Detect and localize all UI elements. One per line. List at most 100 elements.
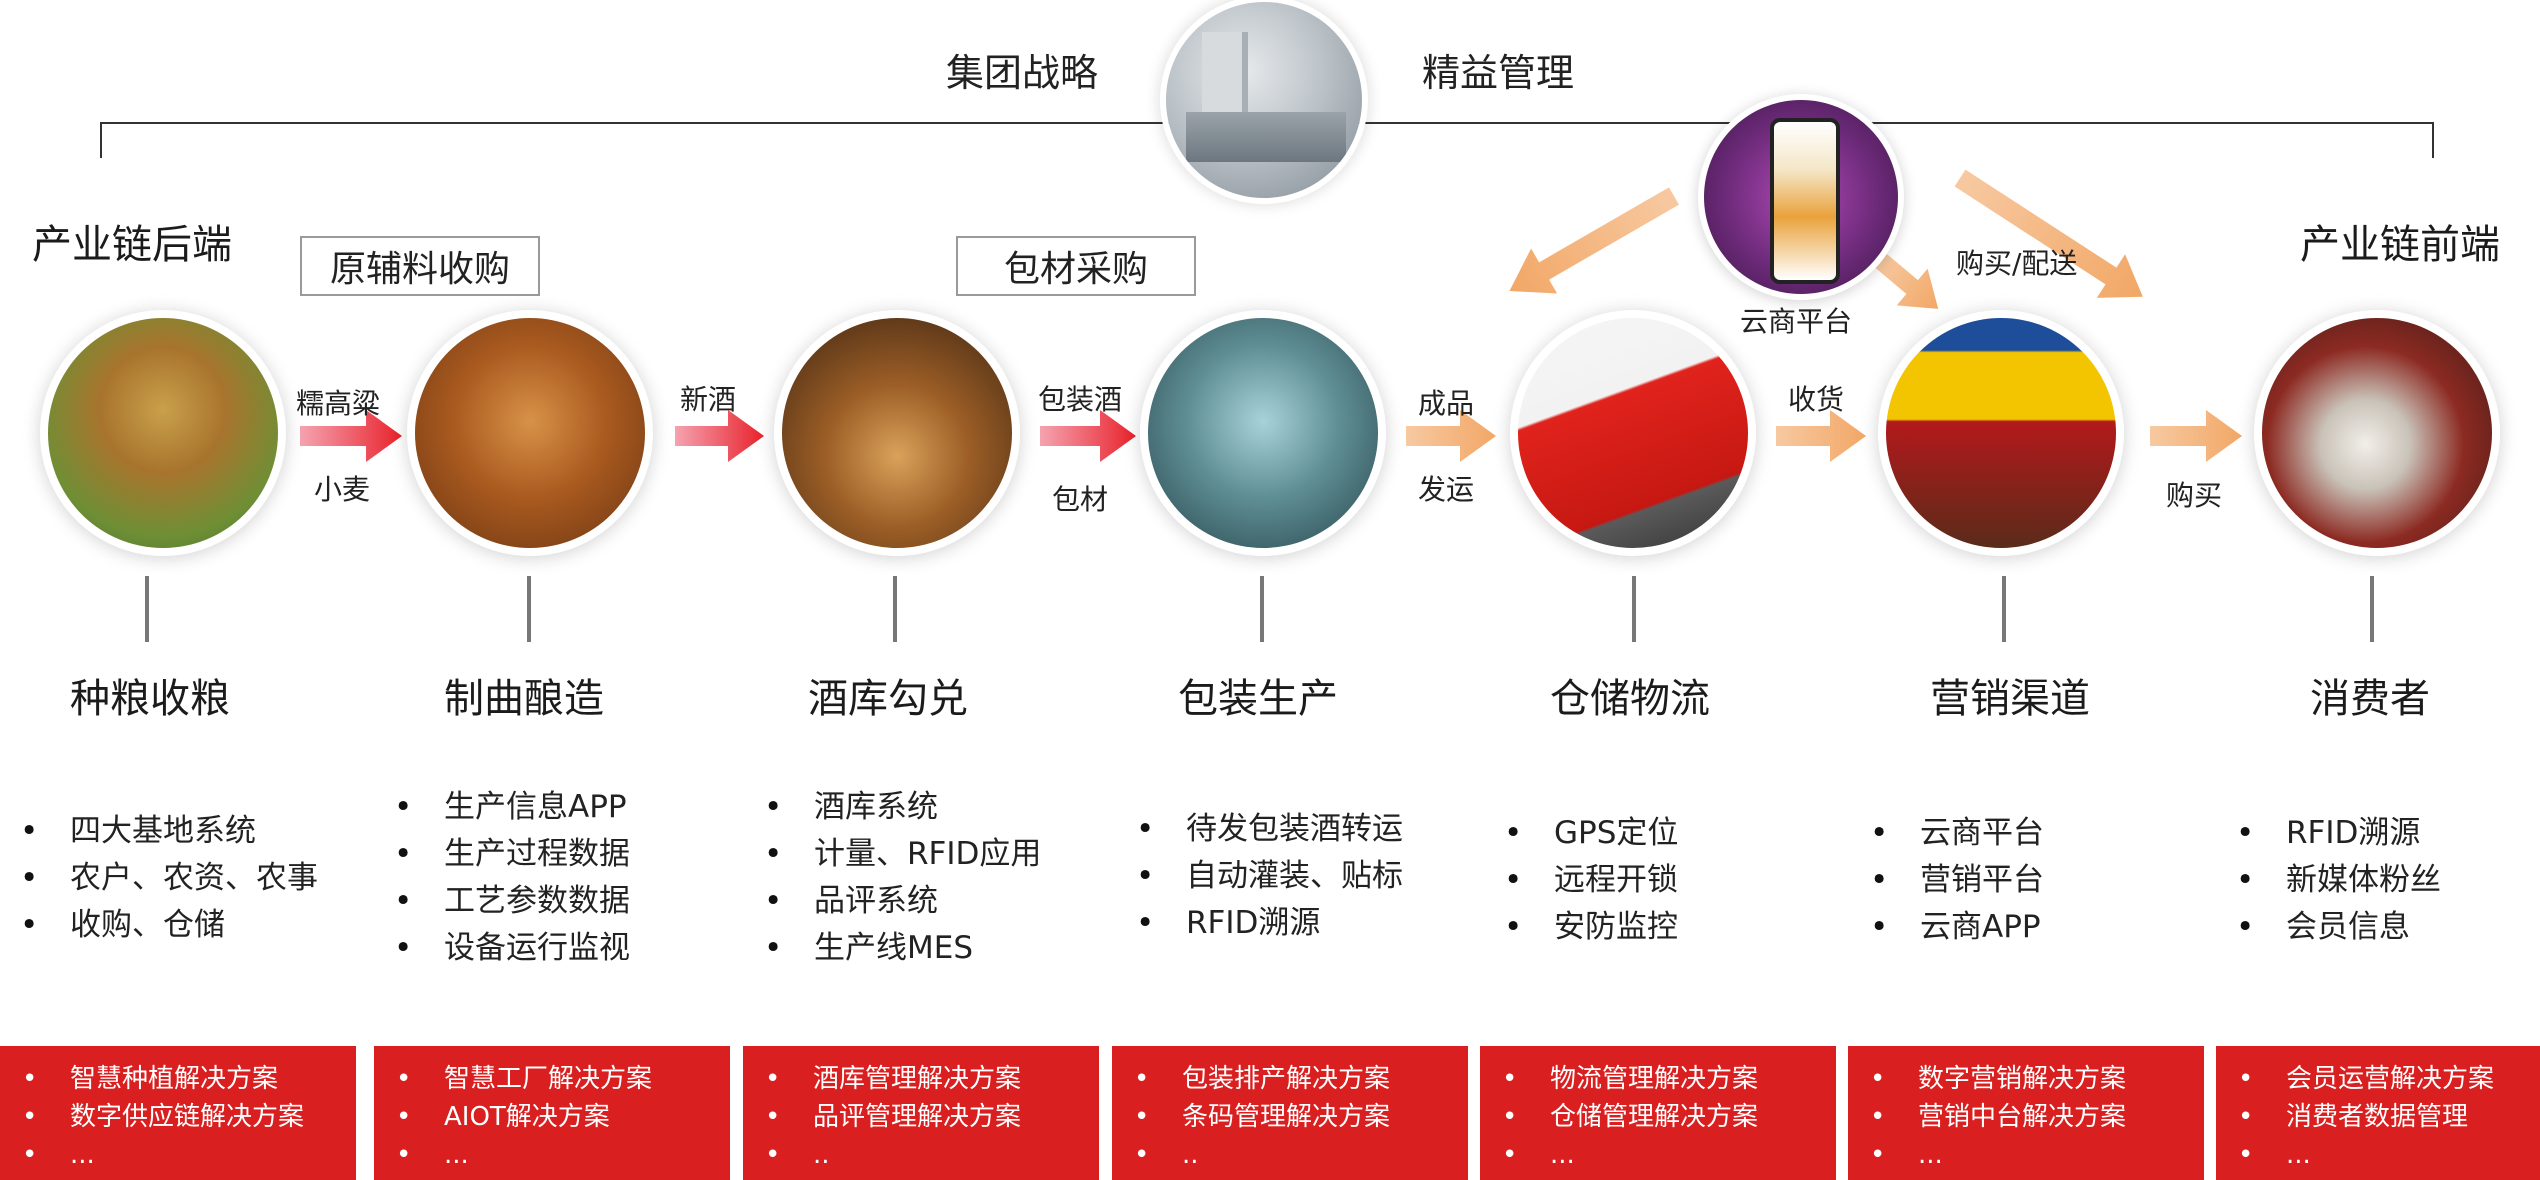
cloud-platform-label: 云商平台: [1740, 305, 1853, 338]
solution-item: AIOT解决方案: [374, 1098, 730, 1136]
arrow-platform-to-logistics: [1509, 187, 1679, 294]
lean-management-label: 精益管理: [1422, 51, 1575, 95]
arrow-1-bottom-label: 小麦: [314, 473, 371, 506]
feature-item: 云商平台: [1868, 810, 2044, 857]
stage-name: 营销渠道: [1930, 676, 2090, 722]
stage-4-features: 待发包装酒转运 自动灌装、贴标 RFID溯源: [1134, 806, 1403, 947]
feature-item: 生产过程数据: [392, 831, 630, 878]
stage-1-stem: [145, 576, 149, 642]
feature-item: 收购、仓储: [18, 902, 318, 949]
arrow-3: [1040, 410, 1136, 462]
arrow-4-bottom-label: 发运: [1418, 473, 1475, 506]
solution-item: 物流管理解决方案: [1480, 1060, 1836, 1098]
feature-item: 自动灌装、贴标: [1134, 853, 1403, 900]
arrow-6-bottom-label: 购买: [2166, 479, 2223, 512]
stage-name: 酒库勾兑: [808, 676, 968, 722]
stage-7-solutions-box: 会员运营解决方案 消费者数据管理 ...: [2216, 1046, 2540, 1180]
stage-2-solutions-box: 智慧工厂解决方案 AIOT解决方案 ...: [374, 1046, 730, 1180]
feature-item: 计量、RFID应用: [762, 831, 1041, 878]
feature-item: RFID溯源: [1134, 900, 1403, 947]
solution-item: 品评管理解决方案: [743, 1098, 1099, 1136]
arrow-3-bottom-label: 包材: [1052, 483, 1109, 516]
stage-3-stem: [893, 576, 897, 642]
raw-material-box: 原辅料收购: [300, 236, 540, 296]
stage-3-features: 酒库系统 计量、RFID应用 品评系统 生产线MES: [762, 784, 1041, 972]
back-end-title: 产业链后端: [32, 222, 232, 268]
feature-item: 生产线MES: [762, 925, 1041, 972]
feature-item: 远程开锁: [1502, 857, 1678, 904]
solution-item: 智慧种植解决方案: [0, 1060, 356, 1098]
packaging-line-photo: [1148, 318, 1378, 548]
stage-name: 包装生产: [1178, 676, 1338, 722]
solution-item: ..: [743, 1136, 1099, 1174]
stage-5-solutions-box: 物流管理解决方案 仓储管理解决方案 ...: [1480, 1046, 1836, 1180]
solution-item: 包装排产解决方案: [1112, 1060, 1468, 1098]
stage-5-stem: [1632, 576, 1636, 642]
stage-5-features: GPS定位 远程开锁 安防监控: [1502, 810, 1678, 951]
feature-item: GPS定位: [1502, 810, 1678, 857]
stage-2-stem: [527, 576, 531, 642]
solution-item: 营销中台解决方案: [1848, 1098, 2204, 1136]
arrow-1-top-label: 糯高粱: [296, 387, 381, 420]
stage-name: 种粮收粮: [70, 676, 230, 722]
arrow-4-top-label: 成品: [1418, 387, 1475, 420]
feature-item: 工艺参数数据: [392, 878, 630, 925]
feature-item: 待发包装酒转运: [1134, 806, 1403, 853]
stage-2-features: 生产信息APP 生产过程数据 工艺参数数据 设备运行监视: [392, 784, 630, 972]
stage-name: 仓储物流: [1550, 676, 1710, 722]
truck-photo: [1518, 318, 1748, 548]
arrow-to-consumer: [1954, 169, 2143, 298]
stage-6-stem: [2002, 576, 2006, 642]
arrow-platform-to-channel: [1874, 253, 1939, 309]
feature-item: 营销平台: [1868, 857, 2044, 904]
solution-item: 会员运营解决方案: [2216, 1060, 2540, 1098]
feature-item: RFID溯源: [2234, 810, 2441, 857]
arrow-5-top-label: 收货: [1788, 383, 1845, 416]
feature-item: 生产信息APP: [392, 784, 630, 831]
feature-item: 品评系统: [762, 878, 1041, 925]
feature-item: 云商APP: [1868, 904, 2044, 951]
management-photo: [1166, 2, 1362, 198]
stage-4-stem: [1260, 576, 1264, 642]
solution-item: ...: [0, 1136, 356, 1174]
solution-item: ..: [1112, 1136, 1468, 1174]
solution-item: 数字供应链解决方案: [0, 1098, 356, 1136]
arrow-6: [2150, 410, 2242, 462]
stage-name: 制曲酿造: [444, 676, 604, 722]
feature-item: 四大基地系统: [18, 808, 318, 855]
arrow-3-top-label: 包装酒: [1038, 383, 1123, 416]
stage-3-solutions-box: 酒库管理解决方案 品评管理解决方案 ..: [743, 1046, 1099, 1180]
arrow-2: [675, 410, 764, 462]
arrow-5: [1776, 410, 1866, 462]
stage-1-features: 四大基地系统 农户、农资、农事 收购、仓储: [18, 808, 318, 949]
group-strategy-label: 集团战略: [946, 51, 1099, 95]
consumer-bottle-photo: [2262, 318, 2492, 548]
cloud-platform-phone-photo: [1704, 100, 1898, 294]
front-end-title: 产业链前端: [2300, 222, 2500, 268]
stage-4-solutions-box: 包装排产解决方案 条码管理解决方案 ..: [1112, 1046, 1468, 1180]
solution-item: ...: [1480, 1136, 1836, 1174]
stage-6-solutions-box: 数字营销解决方案 营销中台解决方案 ...: [1848, 1046, 2204, 1180]
stage-name: 消费者: [2310, 676, 2430, 722]
feature-item: 新媒体粉丝: [2234, 857, 2441, 904]
solution-item: 酒库管理解决方案: [743, 1060, 1099, 1098]
feature-item: 会员信息: [2234, 904, 2441, 951]
solution-item: ...: [1848, 1136, 2204, 1174]
moutai-store-photo: [1886, 318, 2116, 548]
solution-item: 智慧工厂解决方案: [374, 1060, 730, 1098]
solution-item: ...: [374, 1136, 730, 1174]
buy-deliver-label: 购买/配送: [1956, 247, 2078, 280]
stage-7-features: RFID溯源 新媒体粉丝 会员信息: [2234, 810, 2441, 951]
solution-item: 条码管理解决方案: [1112, 1098, 1468, 1136]
brewing-cellar-photo: [415, 318, 645, 548]
solution-item: 消费者数据管理: [2216, 1098, 2540, 1136]
solution-item: 数字营销解决方案: [1848, 1060, 2204, 1098]
stage-1-solutions-box: 智慧种植解决方案 数字供应链解决方案 ...: [0, 1046, 356, 1180]
feature-item: 设备运行监视: [392, 925, 630, 972]
packaging-procurement-box: 包材采购: [956, 236, 1196, 296]
feature-item: 酒库系统: [762, 784, 1041, 831]
solution-item: ...: [2216, 1136, 2540, 1174]
feature-item: 安防监控: [1502, 904, 1678, 951]
sorghum-photo: [48, 318, 278, 548]
